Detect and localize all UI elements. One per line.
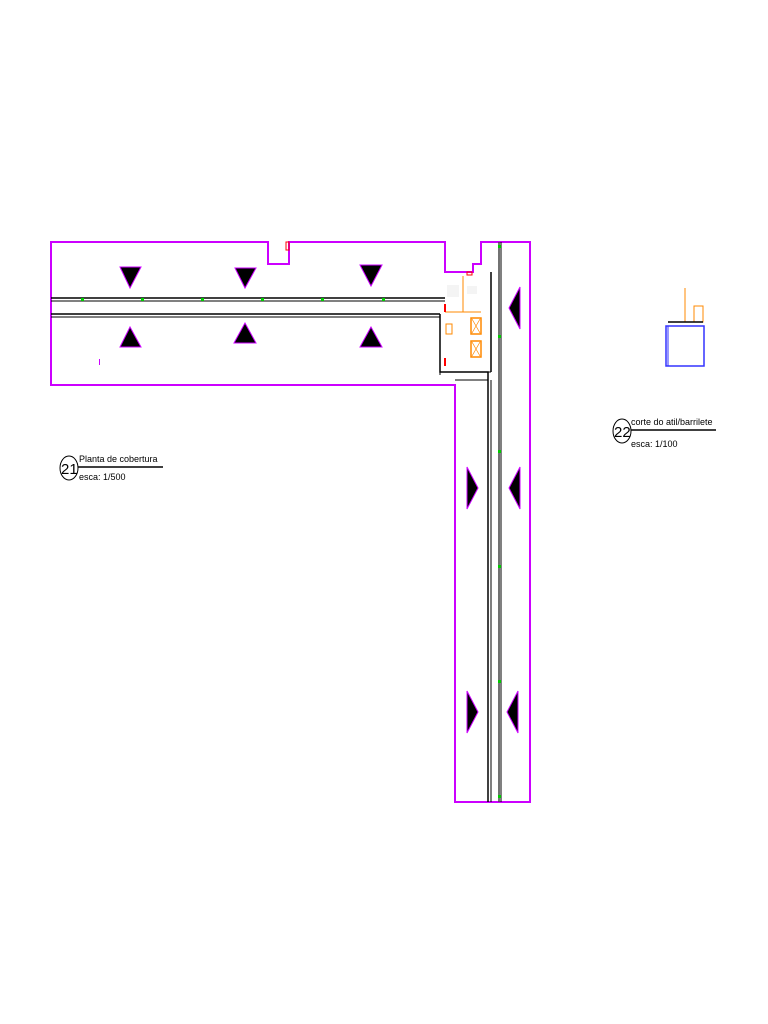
- roof-outline: [50, 241, 531, 803]
- drawing-title: Planta de cobertura: [79, 454, 158, 464]
- slope-arrows: [119, 264, 521, 734]
- equipment-area: [444, 271, 482, 366]
- slope-arrow-down: [359, 264, 383, 288]
- slope-arrow-left: [508, 466, 521, 510]
- drawing-title-22: 22 corte do atil/barrilete esca: 1/100: [612, 417, 716, 449]
- marker: [99, 359, 100, 365]
- slope-arrow-left: [508, 286, 521, 330]
- slope-arrow-right: [466, 466, 479, 510]
- slope-arrow-down: [119, 266, 142, 290]
- slope-arrow-left: [506, 690, 519, 734]
- svg-text:21: 21: [61, 461, 78, 478]
- vertical-gutter: [455, 242, 502, 802]
- horizontal-gutter: [51, 297, 489, 380]
- slope-arrow-up: [359, 325, 383, 348]
- slope-arrow-right: [466, 690, 479, 734]
- drawing-title-21: 21 Planta de cobertura esca: 1/500: [59, 454, 163, 482]
- slope-arrow-down: [234, 267, 257, 290]
- drawing-scale: esca: 1/100: [631, 439, 678, 449]
- svg-text:22: 22: [614, 424, 631, 441]
- drawing-scale: esca: 1/500: [79, 472, 126, 482]
- slope-arrow-up: [119, 325, 142, 348]
- slope-arrow-up: [233, 321, 257, 344]
- marker: [285, 241, 290, 251]
- drawing-title: corte do atil/barrilete: [631, 417, 713, 427]
- section-attic-drawing: [665, 288, 705, 367]
- drain-points: [81, 245, 501, 798]
